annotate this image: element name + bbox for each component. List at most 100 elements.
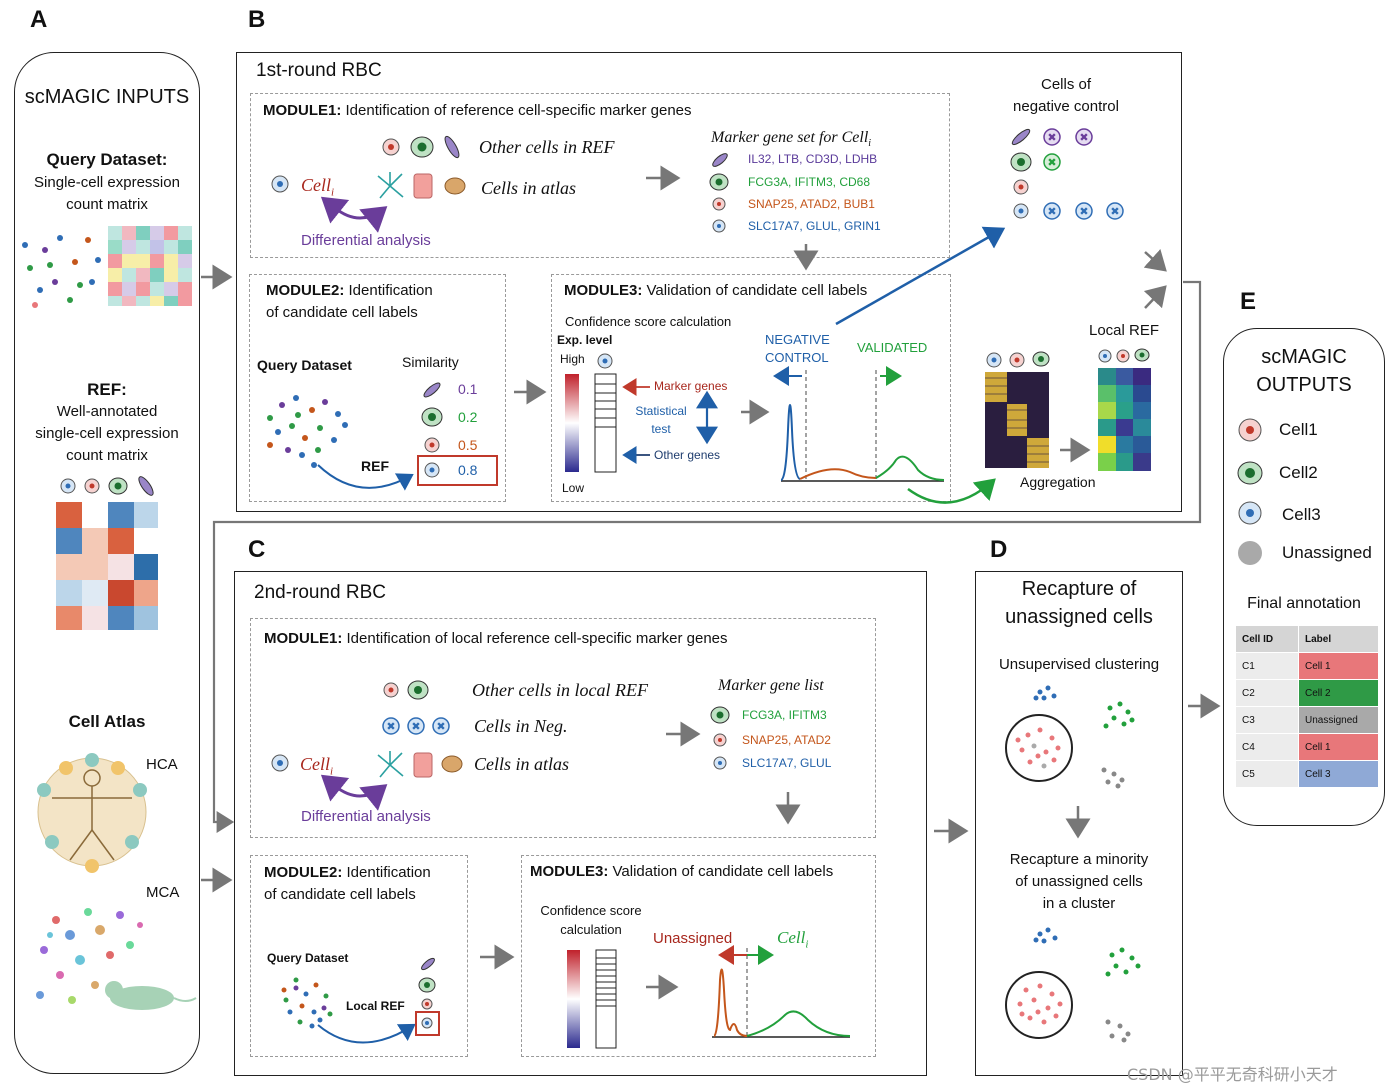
r2-cell-i: Celli <box>300 754 334 778</box>
r2-module2-box <box>250 855 468 1057</box>
table-row: C5 Cell 3 <box>1235 760 1379 788</box>
r1-module2-box <box>249 274 506 502</box>
ref-title: REF: <box>87 380 127 399</box>
r1-m3-label: MODULE3: <box>564 282 643 299</box>
r2-conf-1: Confidence score <box>540 903 642 918</box>
ref-desc-2: single-cell expression <box>35 425 179 442</box>
r1-marker-2: FCG3A, IFITM3, CD68 <box>748 175 871 189</box>
query-title: Query Dataset: <box>46 150 168 169</box>
svg-text:✖: ✖ <box>436 721 445 733</box>
row-label: Cell 1 <box>1298 652 1379 680</box>
svg-text:✖: ✖ <box>1079 206 1088 218</box>
svg-text:✖: ✖ <box>1110 206 1119 218</box>
r2-conf-2: calculation <box>560 922 622 937</box>
recapture-title-2: unassigned cells <box>1005 606 1153 628</box>
svg-text:✖: ✖ <box>1047 206 1056 218</box>
r2-m2-label: MODULE2: <box>264 864 343 881</box>
r1-m3-graphics <box>565 226 1006 504</box>
query-matrix <box>108 226 192 306</box>
hca-illustration <box>37 753 147 873</box>
r2-marker-2: SNAP25, ATAD2 <box>742 733 831 747</box>
row-id: C5 <box>1235 760 1299 788</box>
recapture-minority-2: of unassigned cells <box>1015 873 1143 890</box>
legend-cell3: Cell3 <box>1282 505 1321 524</box>
r1-conf-label: Confidence score calculation <box>565 314 732 329</box>
r1-m2-scatter <box>267 395 348 468</box>
r1-marker-4: SLC17A7, GLUL, GRIN1 <box>748 219 881 233</box>
r1-marker-genes: Marker genes <box>654 379 728 393</box>
row-id: C2 <box>1235 679 1299 707</box>
r2-local-ref-label: Local REF <box>346 999 405 1013</box>
r2-cells-atlas: Cells in atlas <box>474 754 570 774</box>
svg-text:✖: ✖ <box>411 721 420 733</box>
r2-m2-graphics <box>281 957 440 1044</box>
ref-desc-1: Well-annotated <box>56 403 158 420</box>
r1-sim-2: 0.2 <box>458 409 478 425</box>
r1-marker-1: IL32, LTB, CD3D, LDHB <box>748 152 878 166</box>
query-scatter <box>22 235 101 308</box>
r1-stat-test-2: test <box>651 422 671 436</box>
r2-m1-desc: Identification of local reference cell-s… <box>342 630 728 647</box>
svg-text:✖: ✖ <box>1047 157 1056 169</box>
r2-marker-icons <box>710 706 730 770</box>
r1-query-label: Query Dataset <box>257 357 352 373</box>
recapture-title-1: Recapture of <box>1021 578 1137 600</box>
ref-desc-3: count matrix <box>66 447 148 464</box>
row-id: C1 <box>1235 652 1299 680</box>
panel-letter-a: A <box>30 6 48 33</box>
r1-module1-box <box>250 93 950 258</box>
r1-exp-level: Exp. level <box>557 333 613 347</box>
r2-cells-neg: Cells in Neg. <box>474 716 568 736</box>
mca-label: MCA <box>146 884 180 901</box>
r1-low-label: Low <box>562 481 585 495</box>
svg-text:✖: ✖ <box>1079 132 1088 144</box>
r1-other-cells: Other cells in REF <box>479 137 615 157</box>
r1-similarity-label: Similarity <box>402 354 459 370</box>
r1-m1-desc: Identification of reference cell-specifi… <box>341 102 692 119</box>
legend-cell2: Cell2 <box>1279 463 1318 482</box>
r1-m2-desc: Identification <box>344 282 433 299</box>
r2-marker-3: SLC17A7, GLUL <box>742 756 832 770</box>
row-label: Unassigned <box>1298 706 1379 734</box>
table-row: C4 Cell 1 <box>1235 733 1379 761</box>
outputs-title-2: OUTPUTS <box>1256 374 1352 396</box>
r2-m3-desc: Validation of candidate cell labels <box>608 863 834 880</box>
r1-m1-label: MODULE1: <box>263 102 342 119</box>
r2-m2-desc-2: of candidate cell labels <box>264 886 416 903</box>
r1-aggregation: Aggregation <box>1020 474 1096 490</box>
row-label: Cell 2 <box>1298 679 1379 707</box>
table-row: C1 Cell 1 <box>1235 652 1379 680</box>
recapture-minority-1: Recapture a minority <box>1009 851 1149 868</box>
atlas-title: Cell Atlas <box>68 712 146 731</box>
round2-title: 2nd-round RBC <box>254 582 387 603</box>
r1-module3-box <box>551 274 951 502</box>
r2-m2-desc: Identification <box>342 864 431 881</box>
panel-letter-e: E <box>1240 288 1257 315</box>
final-annotation-table: Cell ID Label C1 Cell 1 C2 Cell 2 C3 Una… <box>1235 625 1379 788</box>
r1-marker-set-title: Marker gene set for Celli <box>711 129 872 150</box>
mca-illustration <box>36 908 197 1010</box>
aggregation-graphics <box>985 348 1151 471</box>
svg-text:✖: ✖ <box>386 721 395 733</box>
r1-cells-atlas: Cells in atlas <box>481 178 577 198</box>
row-id: C3 <box>1235 706 1299 734</box>
neg-control-title-2: negative control <box>1013 98 1119 115</box>
inputs-title: scMAGIC INPUTS <box>24 86 190 108</box>
row-label: Cell 3 <box>1298 760 1379 788</box>
query-desc-2: count matrix <box>66 196 148 213</box>
panel-letter-c: C <box>248 536 266 563</box>
panel-letter-d: D <box>990 536 1008 563</box>
legend-unassigned: Unassigned <box>1282 543 1372 562</box>
legend-cell1: Cell1 <box>1279 420 1318 439</box>
r1-other-genes: Other genes <box>654 448 721 462</box>
r2-marker-list-title: Marker gene list <box>718 677 824 694</box>
final-annotation-title: Final annotation <box>1247 595 1361 612</box>
r1-marker-3: SNAP25, ATAD2, BUB1 <box>748 197 875 211</box>
recapture-minority-3: in a cluster <box>1042 895 1116 912</box>
r2-marker-1: FCG3A, IFITM3 <box>742 708 827 722</box>
watermark: CSDN @平平无奇科研小天才 <box>1127 1065 1338 1084</box>
r1-marker-icons <box>709 153 729 233</box>
r1-m2-candidates <box>417 382 498 486</box>
r1-m3-desc: Validation of candidate cell labels <box>642 282 868 299</box>
